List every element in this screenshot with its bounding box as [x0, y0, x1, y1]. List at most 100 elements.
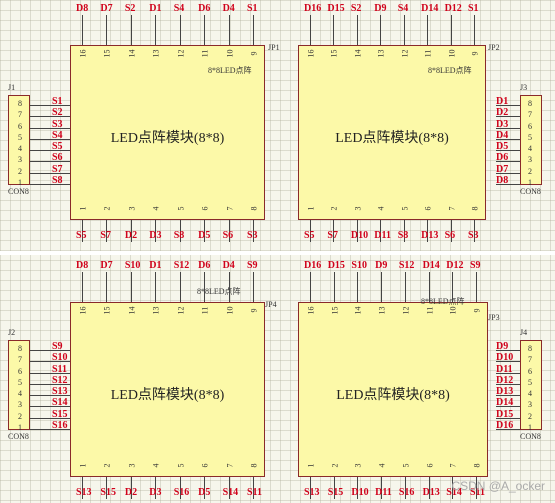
chip-title: LED点阵模块(8*8) — [110, 388, 225, 403]
pin-number-top: 12 — [401, 306, 411, 315]
chip-pin-bottom — [404, 477, 406, 499]
pin-number-top: 12 — [400, 49, 410, 58]
chip-pin-bottom — [380, 220, 382, 242]
pin-number-bottom: 1 — [306, 206, 316, 211]
net-label-top: S4 — [173, 3, 185, 14]
chip-pin-bottom — [155, 477, 157, 499]
net-label-top: S9 — [470, 260, 481, 271]
net-label-top: S2 — [350, 3, 362, 14]
connector-net-label: D4 — [496, 129, 509, 141]
connector-wire — [496, 138, 520, 140]
pin-number-top: 11 — [200, 306, 210, 315]
net-label-top: D8 — [76, 3, 89, 14]
pin-number-bottom: 2 — [330, 463, 340, 468]
connector-pin-number: 1 — [18, 422, 22, 432]
connector-wire — [496, 361, 520, 363]
connector-net-label: S8 — [52, 174, 63, 186]
net-label-bottom: D10 — [351, 487, 369, 498]
connector-wire — [496, 172, 520, 174]
net-label-top: D9 — [374, 3, 387, 14]
connector-net-label: D7 — [496, 163, 509, 175]
net-label-bottom: S3 — [247, 230, 258, 241]
connector-wire — [496, 350, 520, 351]
net-label-top: D1 — [149, 260, 162, 271]
chip-pin-bottom — [82, 477, 83, 499]
connector-pin-number: 8 — [528, 344, 532, 353]
net-label-bottom: D5 — [198, 487, 211, 498]
connector-net-label: S6 — [52, 152, 63, 164]
connector-pin-number: 3 — [18, 400, 22, 410]
pin-number-bottom: 4 — [376, 206, 386, 211]
connector-net-label: D9 — [496, 341, 509, 352]
chip-pin-bottom — [155, 220, 157, 242]
pin-number-bottom: 6 — [425, 463, 435, 468]
chip-pin-top — [310, 15, 311, 45]
chip-pin-top — [404, 272, 406, 302]
connector-pin-number: 2 — [528, 166, 532, 176]
pin-number-bottom: 2 — [329, 206, 339, 211]
pin-number-bottom: 8 — [470, 206, 480, 211]
pin-number-bottom: 5 — [176, 463, 186, 468]
net-label-bottom: S7 — [100, 230, 111, 241]
connector-pin-number: 6 — [18, 121, 22, 131]
chip-pin-top — [450, 15, 452, 45]
chip-pin-bottom — [333, 220, 335, 242]
chip-pin-bottom — [179, 220, 181, 242]
chip-label: 8*8LED点阵 — [421, 297, 465, 306]
chip-pin-bottom — [253, 477, 254, 499]
con8-connector — [8, 340, 30, 430]
connector-pin-number: 8 — [528, 99, 532, 108]
chip-label: 8*8LED点阵 — [197, 287, 241, 296]
chip-pin-top — [228, 272, 230, 302]
connector-wire — [496, 428, 520, 430]
connector-net-label: D11 — [496, 363, 513, 375]
net-label-bottom: S5 — [76, 230, 87, 241]
pin-number-top: 14 — [127, 306, 137, 315]
pin-number-top: 14 — [127, 49, 137, 58]
net-label-bottom: D11 — [374, 230, 391, 241]
net-label-bottom: S7 — [327, 230, 338, 241]
chip-pin-bottom — [356, 220, 358, 242]
connector-net-label: D8 — [496, 174, 509, 186]
chip-pin-top — [106, 15, 108, 45]
pin-number-top: 10 — [448, 306, 458, 315]
connector-net-label: S13 — [52, 386, 68, 397]
pin-number-top: 13 — [151, 306, 161, 315]
connector-pin-number: 2 — [18, 166, 22, 176]
net-label-top: S9 — [247, 260, 258, 271]
connector-pin-number: 8 — [18, 344, 22, 353]
chip-pin-bottom — [452, 477, 454, 499]
pin-number-bottom: 8 — [472, 463, 482, 468]
net-label-bottom: D10 — [350, 230, 369, 241]
connector-pin-number: 4 — [18, 144, 22, 153]
chip-pin-top — [130, 15, 132, 45]
chip-pin-bottom — [204, 477, 206, 499]
net-label-bottom: D13 — [422, 487, 440, 498]
chip-pin-top — [179, 15, 181, 45]
connector-pin-number: 2 — [18, 411, 22, 421]
net-label-top: D7 — [100, 3, 113, 14]
connector-name-label: CON8 — [520, 432, 541, 441]
chip-pin-bottom — [403, 220, 405, 242]
pin-number-bottom: 2 — [102, 463, 112, 468]
pin-number-bottom: 6 — [200, 206, 210, 211]
chip-pin-bottom — [428, 477, 430, 499]
connector-net-label: D5 — [496, 141, 509, 152]
pin-number-top: 15 — [102, 306, 112, 315]
net-label-top: D16 — [304, 3, 322, 14]
chip-pin-top — [82, 15, 83, 45]
net-label-top: S1 — [247, 3, 258, 14]
net-label-bottom: S16 — [173, 487, 190, 498]
net-label-bottom: S13 — [304, 487, 320, 498]
chip-pin-top — [452, 272, 454, 302]
net-label-bottom: S6 — [222, 230, 234, 241]
connector-net-label: S11 — [52, 363, 68, 375]
chip-pin-bottom — [450, 220, 452, 242]
pin-number-top: 11 — [423, 49, 433, 58]
connector-wire — [496, 383, 520, 385]
pin-number-bottom: 6 — [423, 206, 433, 211]
pin-number-bottom: 4 — [151, 463, 161, 468]
connector-net-label: S4 — [52, 129, 63, 141]
connector-pin-number: 1 — [528, 177, 532, 187]
chip-pin-bottom — [228, 477, 230, 499]
